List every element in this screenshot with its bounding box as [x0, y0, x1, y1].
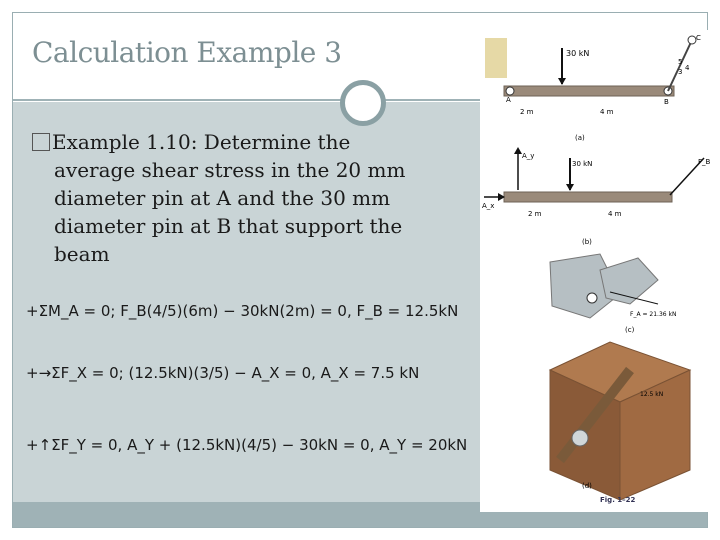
load-label-a: 30 kN	[566, 49, 589, 58]
point-b: B	[664, 98, 669, 106]
label-b: (b)	[582, 238, 592, 246]
bullet-line-1: Example 1.10: Determine the	[32, 128, 477, 156]
figure-panel: 30 kN 2 m 4 m 5 4 3 A B C (a) A_y A_x 30…	[480, 30, 711, 512]
dim1-label: 2 m	[528, 210, 542, 218]
point-c: C	[696, 34, 701, 42]
bullet-line-2: average shear stress in the 20 mm	[54, 158, 406, 182]
pin-a	[505, 86, 515, 96]
equation-vertical: +↑ΣF_Y = 0, A_Y + (12.5kN)(4/5) − 30kN =…	[26, 436, 468, 454]
equation-moment: +ΣM_A = 0; F_B(4/5)(6m) − 30kN(2m) = 0, …	[26, 302, 459, 320]
slide-title: Calculation Example 3	[32, 36, 342, 69]
label-d: (d)	[582, 482, 592, 490]
bullet-text: Example 1.10: Determine the average shea…	[32, 128, 477, 268]
beam-figure: 30 kN 2 m 4 m 5 4 3 A B C (a) A_y A_x 30…	[480, 30, 711, 512]
tri-3: 3	[678, 68, 682, 76]
circle-ornament	[340, 80, 386, 126]
len1-label: 2 m	[520, 108, 534, 116]
strut	[667, 39, 693, 92]
label-a: (a)	[575, 134, 585, 142]
ay-label: A_y	[522, 152, 534, 160]
label-c: (c)	[625, 326, 635, 334]
tri-5: 5	[678, 58, 682, 66]
bullet-line-5: beam	[54, 242, 110, 266]
dim2-label: 4 m	[608, 210, 622, 218]
bullet-line-3: diameter pin at A and the 30 mm	[54, 186, 391, 210]
content-panel	[13, 102, 480, 502]
bullet-line-1-text: Example 1.10: Determine the	[52, 130, 351, 154]
fb-label: F_B	[698, 158, 710, 166]
wall-support	[485, 38, 507, 78]
force-c-label: F_A = 21.36 kN	[630, 311, 676, 318]
beam-a	[503, 85, 675, 97]
ax-label: A_x	[482, 202, 494, 210]
beam-b	[503, 191, 673, 203]
bullet-box-icon	[32, 133, 50, 151]
tri-4: 4	[685, 64, 690, 72]
pin-c	[687, 35, 697, 45]
point-a: A	[506, 96, 511, 104]
len2-label: 4 m	[600, 108, 614, 116]
load-label-b: 30 kN	[572, 160, 592, 168]
fig-caption: Fig. 1–22	[600, 496, 636, 504]
force-d-label: 12.5 kN	[640, 391, 663, 398]
bullet-line-4: diameter pin at B that support the	[54, 214, 403, 238]
equation-horizontal: +→ΣF_X = 0; (12.5kN)(3/5) − A_X = 0, A_X…	[26, 364, 420, 382]
